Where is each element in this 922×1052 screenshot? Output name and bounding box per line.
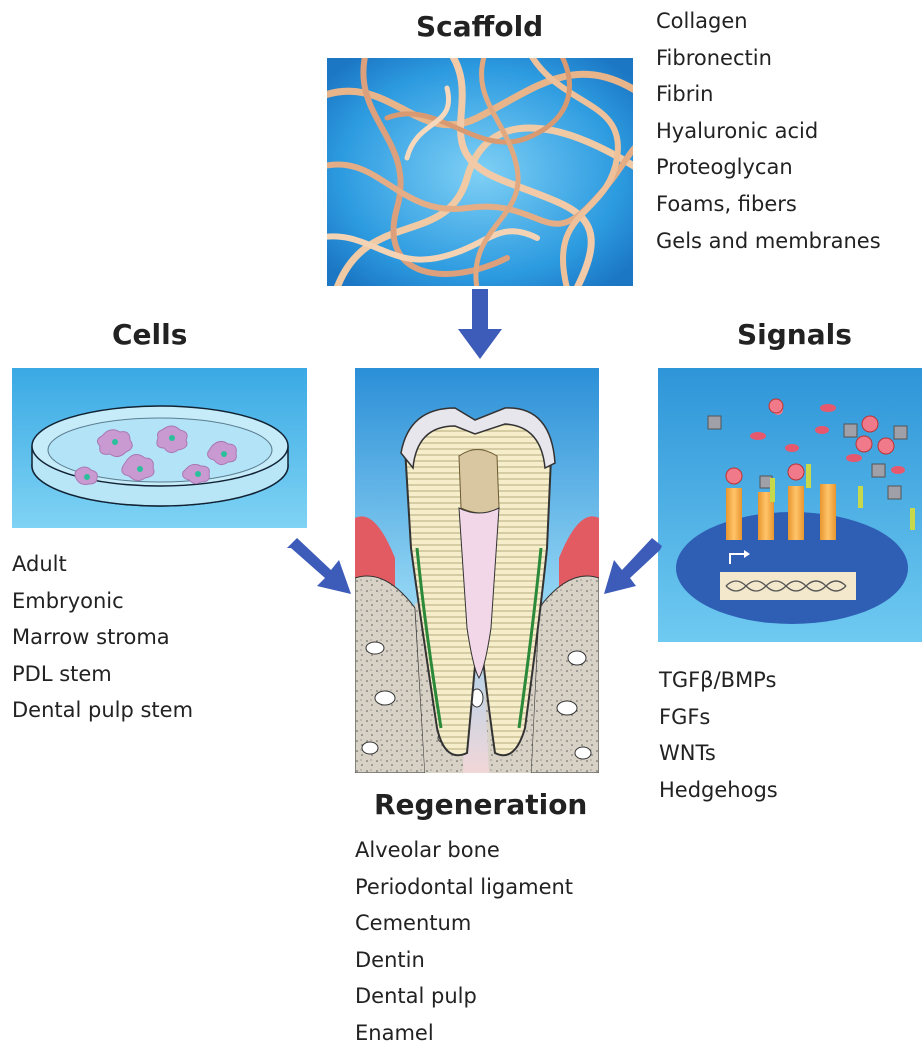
scaffold-item: Collagen bbox=[656, 3, 881, 40]
scaffold-item: Proteoglycan bbox=[656, 149, 881, 186]
cells-item: Marrow stroma bbox=[12, 619, 193, 656]
cells-list: Adult Embryonic Marrow stroma PDL stem D… bbox=[12, 546, 193, 729]
down-arrow-icon bbox=[456, 289, 504, 361]
scaffold-title: Scaffold bbox=[416, 10, 543, 43]
tooth-cross-section-icon bbox=[355, 368, 599, 773]
regeneration-item: Alveolar bone bbox=[355, 832, 573, 869]
scaffold-item: Gels and membranes bbox=[656, 223, 881, 260]
signals-item: Hedgehogs bbox=[659, 772, 778, 809]
regeneration-item: Dentin bbox=[355, 942, 573, 979]
cells-item: Dental pulp stem bbox=[12, 692, 193, 729]
signals-arrow-icon bbox=[604, 536, 666, 596]
cells-item: Adult bbox=[12, 546, 193, 583]
regeneration-title: Regeneration bbox=[374, 788, 587, 821]
scaffold-list: Collagen Fibronectin Fibrin Hyaluronic a… bbox=[656, 3, 881, 259]
regeneration-item: Periodontal ligament bbox=[355, 869, 573, 906]
cells-arrow-icon bbox=[283, 536, 353, 596]
scaffold-item: Fibrin bbox=[656, 76, 881, 113]
signals-cell-signaling-icon bbox=[658, 368, 922, 642]
signals-item: WNTs bbox=[659, 735, 778, 772]
cells-petri-dish-icon bbox=[12, 368, 307, 528]
signals-list: TGFβ/BMPs FGFs WNTs Hedgehogs bbox=[659, 662, 778, 808]
regeneration-item: Enamel bbox=[355, 1015, 573, 1052]
regeneration-item: Cementum bbox=[355, 905, 573, 942]
cells-item: Embryonic bbox=[12, 583, 193, 620]
signals-title: Signals bbox=[737, 318, 852, 351]
cells-title: Cells bbox=[112, 318, 187, 351]
scaffold-item: Fibronectin bbox=[656, 40, 881, 77]
scaffold-fiber-mesh-icon bbox=[327, 58, 633, 286]
scaffold-item: Hyaluronic acid bbox=[656, 113, 881, 150]
signals-item: TGFβ/BMPs bbox=[659, 662, 778, 699]
scaffold-item: Foams, fibers bbox=[656, 186, 881, 223]
regeneration-item: Dental pulp bbox=[355, 978, 573, 1015]
cells-item: PDL stem bbox=[12, 656, 193, 693]
signals-item: FGFs bbox=[659, 699, 778, 736]
regeneration-list: Alveolar bone Periodontal ligament Cemen… bbox=[355, 832, 573, 1052]
